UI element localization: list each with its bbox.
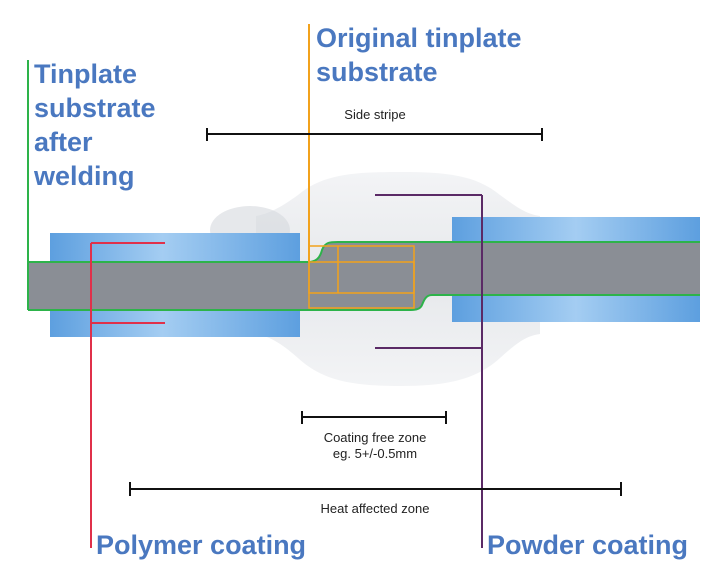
label-original-tinplate: Original tinplate substrate: [316, 23, 522, 87]
label-side-stripe: Side stripe: [344, 107, 406, 122]
label-coating-free-zone: Coating free zone eg. 5+/-0.5mm: [323, 430, 427, 461]
label-tinplate-after-welding: Tinplate substrate after welding: [34, 59, 156, 191]
label-powder-coating: Powder coating: [487, 530, 689, 560]
original-tinplate-right-sheet: [308, 245, 415, 309]
label-polymer-coating: Polymer coating: [96, 530, 307, 560]
label-heat-affected-zone: Heat affected zone: [320, 501, 430, 516]
tinplate-substrate: [28, 242, 700, 310]
after-welding-outline-bottom: [28, 294, 700, 311]
